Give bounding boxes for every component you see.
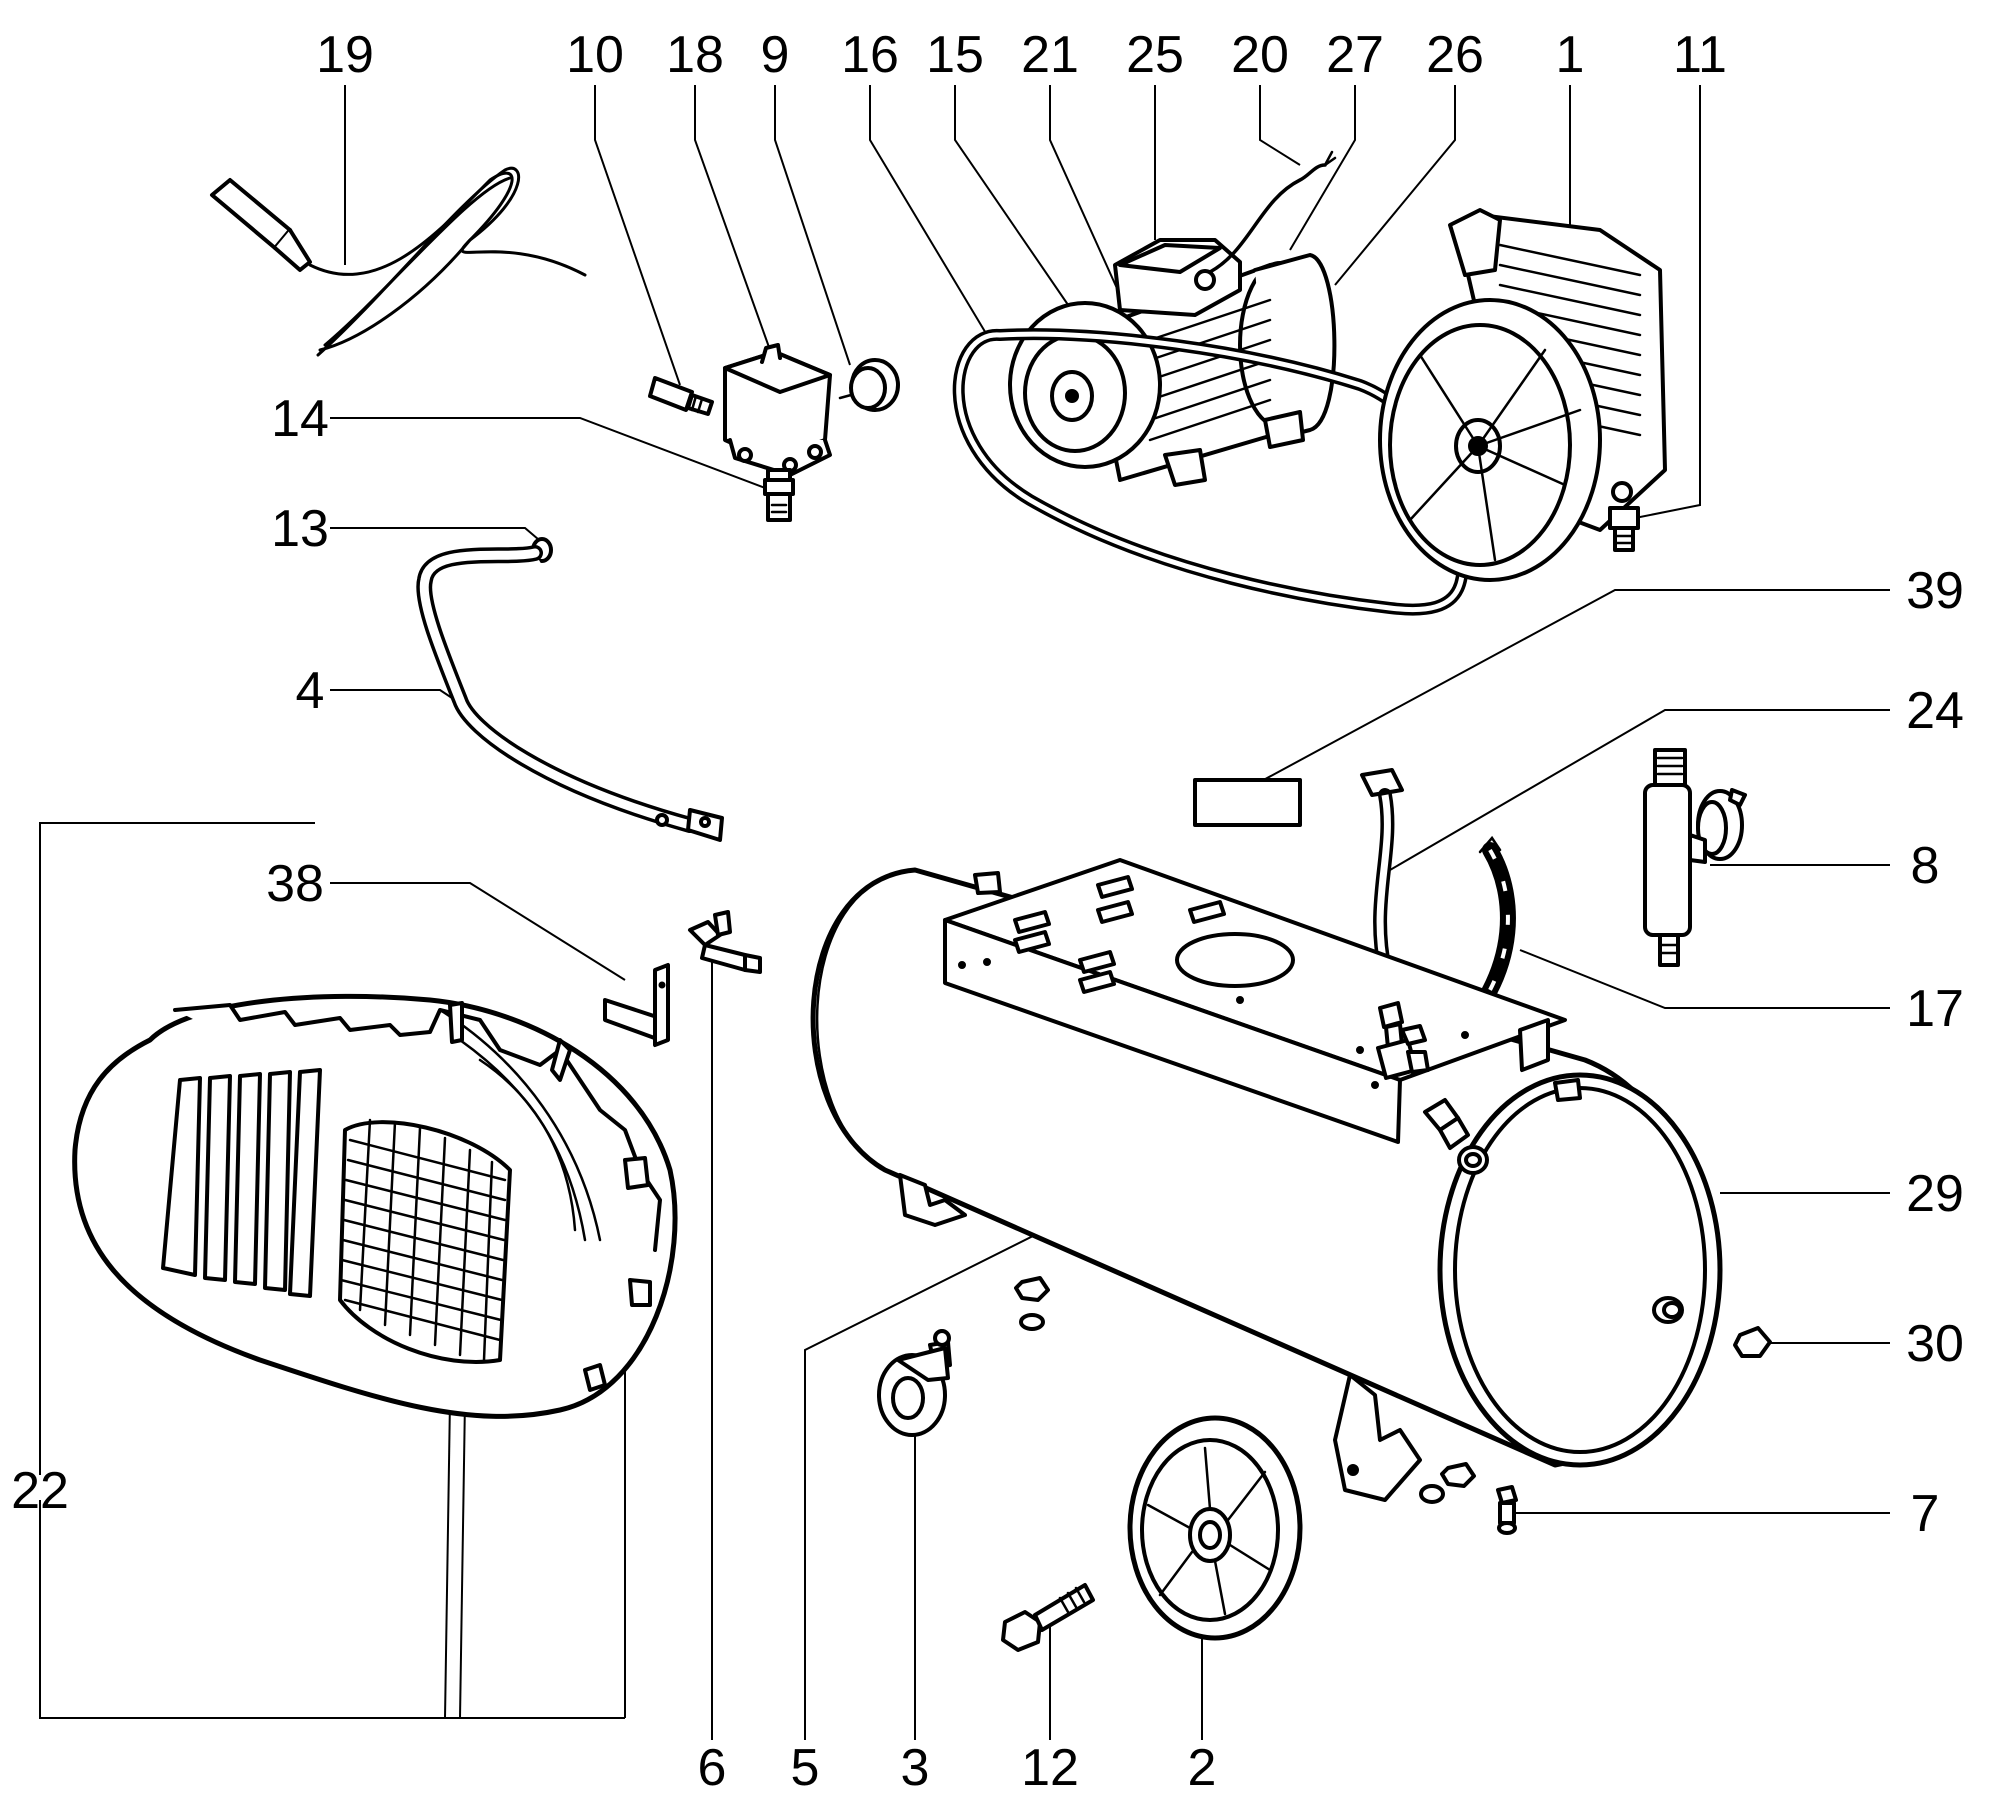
motor-pulley-part-21 (1008, 301, 1162, 469)
callout-5: 5 (791, 1739, 820, 1797)
callout-18: 18 (666, 26, 724, 84)
terminal-box-part-25 (1113, 238, 1242, 317)
regulator-part-8 (1643, 748, 1747, 967)
wheel-part-2 (1127, 1415, 1303, 1641)
callout-1: 1 (1556, 26, 1585, 84)
leader-22 (39, 1500, 625, 1719)
callout-20: 20 (1231, 26, 1289, 84)
callout-12: 12 (1021, 1739, 1079, 1797)
leader-22-top (39, 822, 315, 1475)
callout-19: 19 (316, 26, 374, 84)
leader-15 (954, 85, 1076, 316)
callout-22: 22 (11, 1462, 69, 1520)
belt-guard-part-22 (72, 993, 678, 1419)
callout-25: 25 (1126, 26, 1184, 84)
callout-16: 16 (841, 26, 899, 84)
flywheel-part-26 (1378, 298, 1602, 582)
callout-9: 9 (761, 26, 790, 84)
callout-38: 38 (266, 855, 324, 913)
bracket-part-38 (603, 963, 670, 1047)
callout-2: 2 (1188, 1739, 1217, 1797)
leader-27 (1289, 85, 1356, 251)
tee-fitting-part-5 (1376, 1001, 1430, 1080)
leader-20 (1259, 85, 1301, 166)
gauge-part-9 (838, 358, 900, 412)
callout-3: 3 (901, 1739, 930, 1797)
power-cable-part-19 (210, 166, 587, 357)
callout-14: 14 (271, 390, 329, 448)
air-tank-part-29 (810, 858, 1723, 1502)
fitting-part-6 (688, 910, 762, 974)
leader-39 (1244, 589, 1890, 791)
leader-21 (1049, 85, 1121, 296)
callout-labels: 19 10 18 9 16 15 21 25 20 27 26 1 11 14 … (11, 26, 1964, 1797)
pressure-switch-part-18 (723, 343, 832, 477)
leader-24 (1389, 709, 1890, 871)
leader-38 (330, 882, 626, 981)
fitting-part-10 (648, 376, 714, 416)
callout-13: 13 (271, 500, 329, 558)
callout-11: 11 (1673, 26, 1727, 84)
leader-17 (1519, 949, 1890, 1009)
nut-washer (1014, 1276, 1050, 1331)
leader-26 (1334, 85, 1456, 286)
callout-15: 15 (926, 26, 984, 84)
callout-7: 7 (1911, 1485, 1940, 1543)
callout-6: 6 (698, 1739, 727, 1797)
drain-plug-part-30 (1733, 1326, 1772, 1358)
leader-lines (39, 85, 1890, 1740)
delivery-pipe-part-4 (416, 545, 724, 842)
callout-17: 17 (1906, 980, 1964, 1038)
leader-11 (1624, 85, 1701, 521)
leader-10 (594, 85, 681, 386)
callout-26: 26 (1426, 26, 1484, 84)
callout-39: 39 (1906, 562, 1964, 620)
leader-9 (774, 85, 851, 366)
callout-10: 10 (566, 26, 624, 84)
leader-16 (869, 85, 991, 341)
leader-14 (330, 417, 766, 489)
callout-24: 24 (1906, 682, 1964, 740)
belt-part-16 (952, 328, 1469, 616)
bolt-part-12 (1001, 1583, 1095, 1652)
callout-27: 27 (1326, 26, 1384, 84)
cable-part-20 (1208, 150, 1337, 274)
leader-22-a (444, 1399, 451, 1719)
leader-13 (330, 527, 546, 546)
callout-4: 4 (296, 662, 325, 720)
castor-part-3 (877, 1329, 952, 1437)
leader-18 (694, 85, 771, 351)
fitting-part-14 (763, 468, 795, 522)
fitting-part-11 (1608, 506, 1640, 552)
valve-part-7 (1496, 1485, 1518, 1535)
callout-21: 21 (1021, 26, 1079, 84)
callout-29: 29 (1906, 1165, 1964, 1223)
belt-guard-vent-grille (339, 1118, 507, 1362)
callout-30: 30 (1906, 1315, 1964, 1373)
label-plate-part-39 (1193, 778, 1302, 827)
leader-4 (330, 689, 456, 701)
leader-22-b (459, 1399, 466, 1719)
nut-washer-rear (1419, 1462, 1476, 1504)
callout-8: 8 (1911, 837, 1940, 895)
